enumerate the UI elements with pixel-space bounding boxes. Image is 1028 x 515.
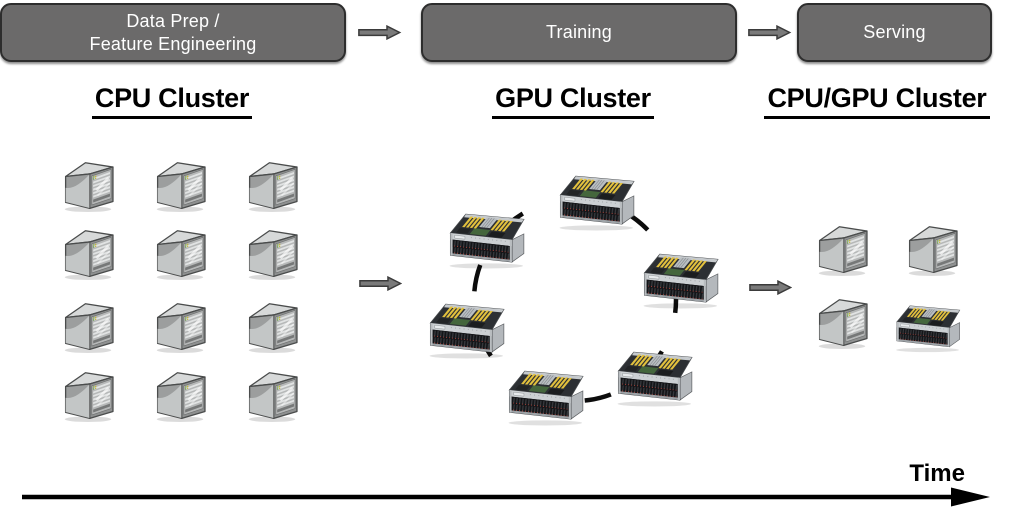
- gpu-cluster-heading-text: GPU Cluster: [492, 83, 654, 119]
- stage-label-serving: Serving: [863, 22, 926, 43]
- gpu-rack-server-icon: [557, 166, 639, 236]
- cpu-tower-server-icon: [241, 367, 303, 425]
- stage-box-serving: Serving: [797, 3, 992, 62]
- cpu-tower-server-icon: [57, 367, 119, 425]
- cpu-cluster-heading-text: CPU Cluster: [91, 83, 253, 119]
- cpu-tower-server-icon: [811, 221, 873, 279]
- gpu-rack-server-icon: [447, 204, 529, 274]
- cpu-tower-server-icon: [241, 157, 303, 215]
- cpu-tower-server-icon: [149, 157, 211, 215]
- gpu-rack-server-icon: [615, 342, 697, 412]
- cpu-tower-server-icon: [57, 298, 119, 356]
- time-axis-arrow: [22, 487, 990, 507]
- serving-cluster-heading: CPU/GPU Cluster: [736, 83, 1018, 119]
- cpu-tower-server-icon: [241, 225, 303, 283]
- gpu-rack-server-icon: [506, 361, 588, 431]
- cpu-cluster-heading: CPU Cluster: [32, 83, 312, 119]
- stage-label-data-prep: Data Prep / Feature Engineering: [89, 11, 257, 54]
- cpu-tower-server-icon: [149, 367, 211, 425]
- gpu-cluster-heading: GPU Cluster: [433, 83, 713, 119]
- stage-box-data-prep: Data Prep / Feature Engineering: [0, 3, 346, 62]
- stage-flow-arrow-icon: [747, 25, 792, 40]
- cpu-tower-server-icon: [811, 294, 873, 352]
- stage-flow-arrow-icon: [357, 25, 402, 40]
- cpu-tower-server-icon: [57, 157, 119, 215]
- gpu-rack-server-icon: [427, 294, 509, 364]
- cpu-tower-server-icon: [901, 221, 963, 279]
- gpu-rack-server-icon: [894, 297, 964, 357]
- serving-cluster-heading-text: CPU/GPU Cluster: [764, 83, 990, 119]
- stage-label-training: Training: [546, 22, 612, 43]
- cluster-flow-arrow-icon: [359, 276, 402, 291]
- time-axis-label: Time: [909, 460, 965, 487]
- cpu-tower-server-icon: [241, 298, 303, 356]
- stage-box-training: Training: [421, 3, 737, 62]
- cpu-tower-server-icon: [149, 225, 211, 283]
- cpu-tower-server-icon: [149, 298, 211, 356]
- cpu-tower-server-icon: [57, 225, 119, 283]
- cluster-flow-arrow-icon: [749, 280, 792, 295]
- gpu-rack-server-icon: [641, 244, 723, 314]
